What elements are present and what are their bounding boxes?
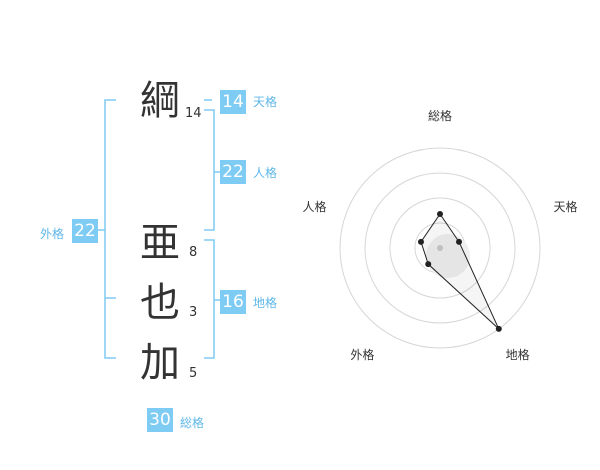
gaikaku-label: 外格 (40, 227, 65, 241)
chikaku-badge: 16 (220, 290, 246, 314)
stroke-count-2: 8 (189, 245, 198, 260)
name-char-4: 加 (140, 340, 180, 386)
stroke-count-1: 14 (185, 106, 202, 121)
radar-ring (339, 147, 541, 349)
tenkaku-badge: 14 (220, 90, 246, 114)
radar-ring (389, 197, 491, 299)
jinkaku-label: 人格 (253, 166, 278, 180)
chikaku-bracket (204, 239, 215, 359)
radar-axis-label: 人格 (302, 199, 326, 214)
radar-point (417, 238, 424, 245)
bracket-lines (92, 99, 220, 359)
gaikaku-badge: 22 (72, 219, 98, 243)
soukaku-badge: 30 (147, 408, 173, 432)
radar-axis-label: 天格 (554, 199, 578, 214)
radar-polygon (420, 213, 500, 330)
radar-point (456, 238, 463, 245)
chikaku-label: 地格 (253, 296, 278, 310)
jinkaku-badge: 22 (220, 160, 246, 184)
radar-axis-label: 外格 (350, 347, 374, 362)
radar-center-dot (437, 245, 443, 251)
radar-point (495, 325, 502, 332)
stroke-count-3: 3 (189, 305, 198, 320)
jinkaku-bracket (204, 109, 215, 231)
name-char-1: 綱 (140, 78, 180, 124)
outer-bracket (104, 99, 116, 359)
radar-ring (364, 172, 516, 324)
radar-point (425, 261, 432, 268)
name-char-2: 亜 (140, 220, 180, 266)
radar-point (437, 211, 443, 217)
radar-axis-label: 地格 (506, 347, 530, 362)
name-char-3: 也 (140, 280, 180, 326)
stroke-count-4: 5 (189, 366, 198, 381)
radar-center-shade (426, 234, 470, 278)
soukaku-label: 総格 (180, 416, 205, 430)
radar-axis-label: 総格 (428, 110, 452, 123)
tenkaku-label: 天格 (253, 95, 278, 109)
